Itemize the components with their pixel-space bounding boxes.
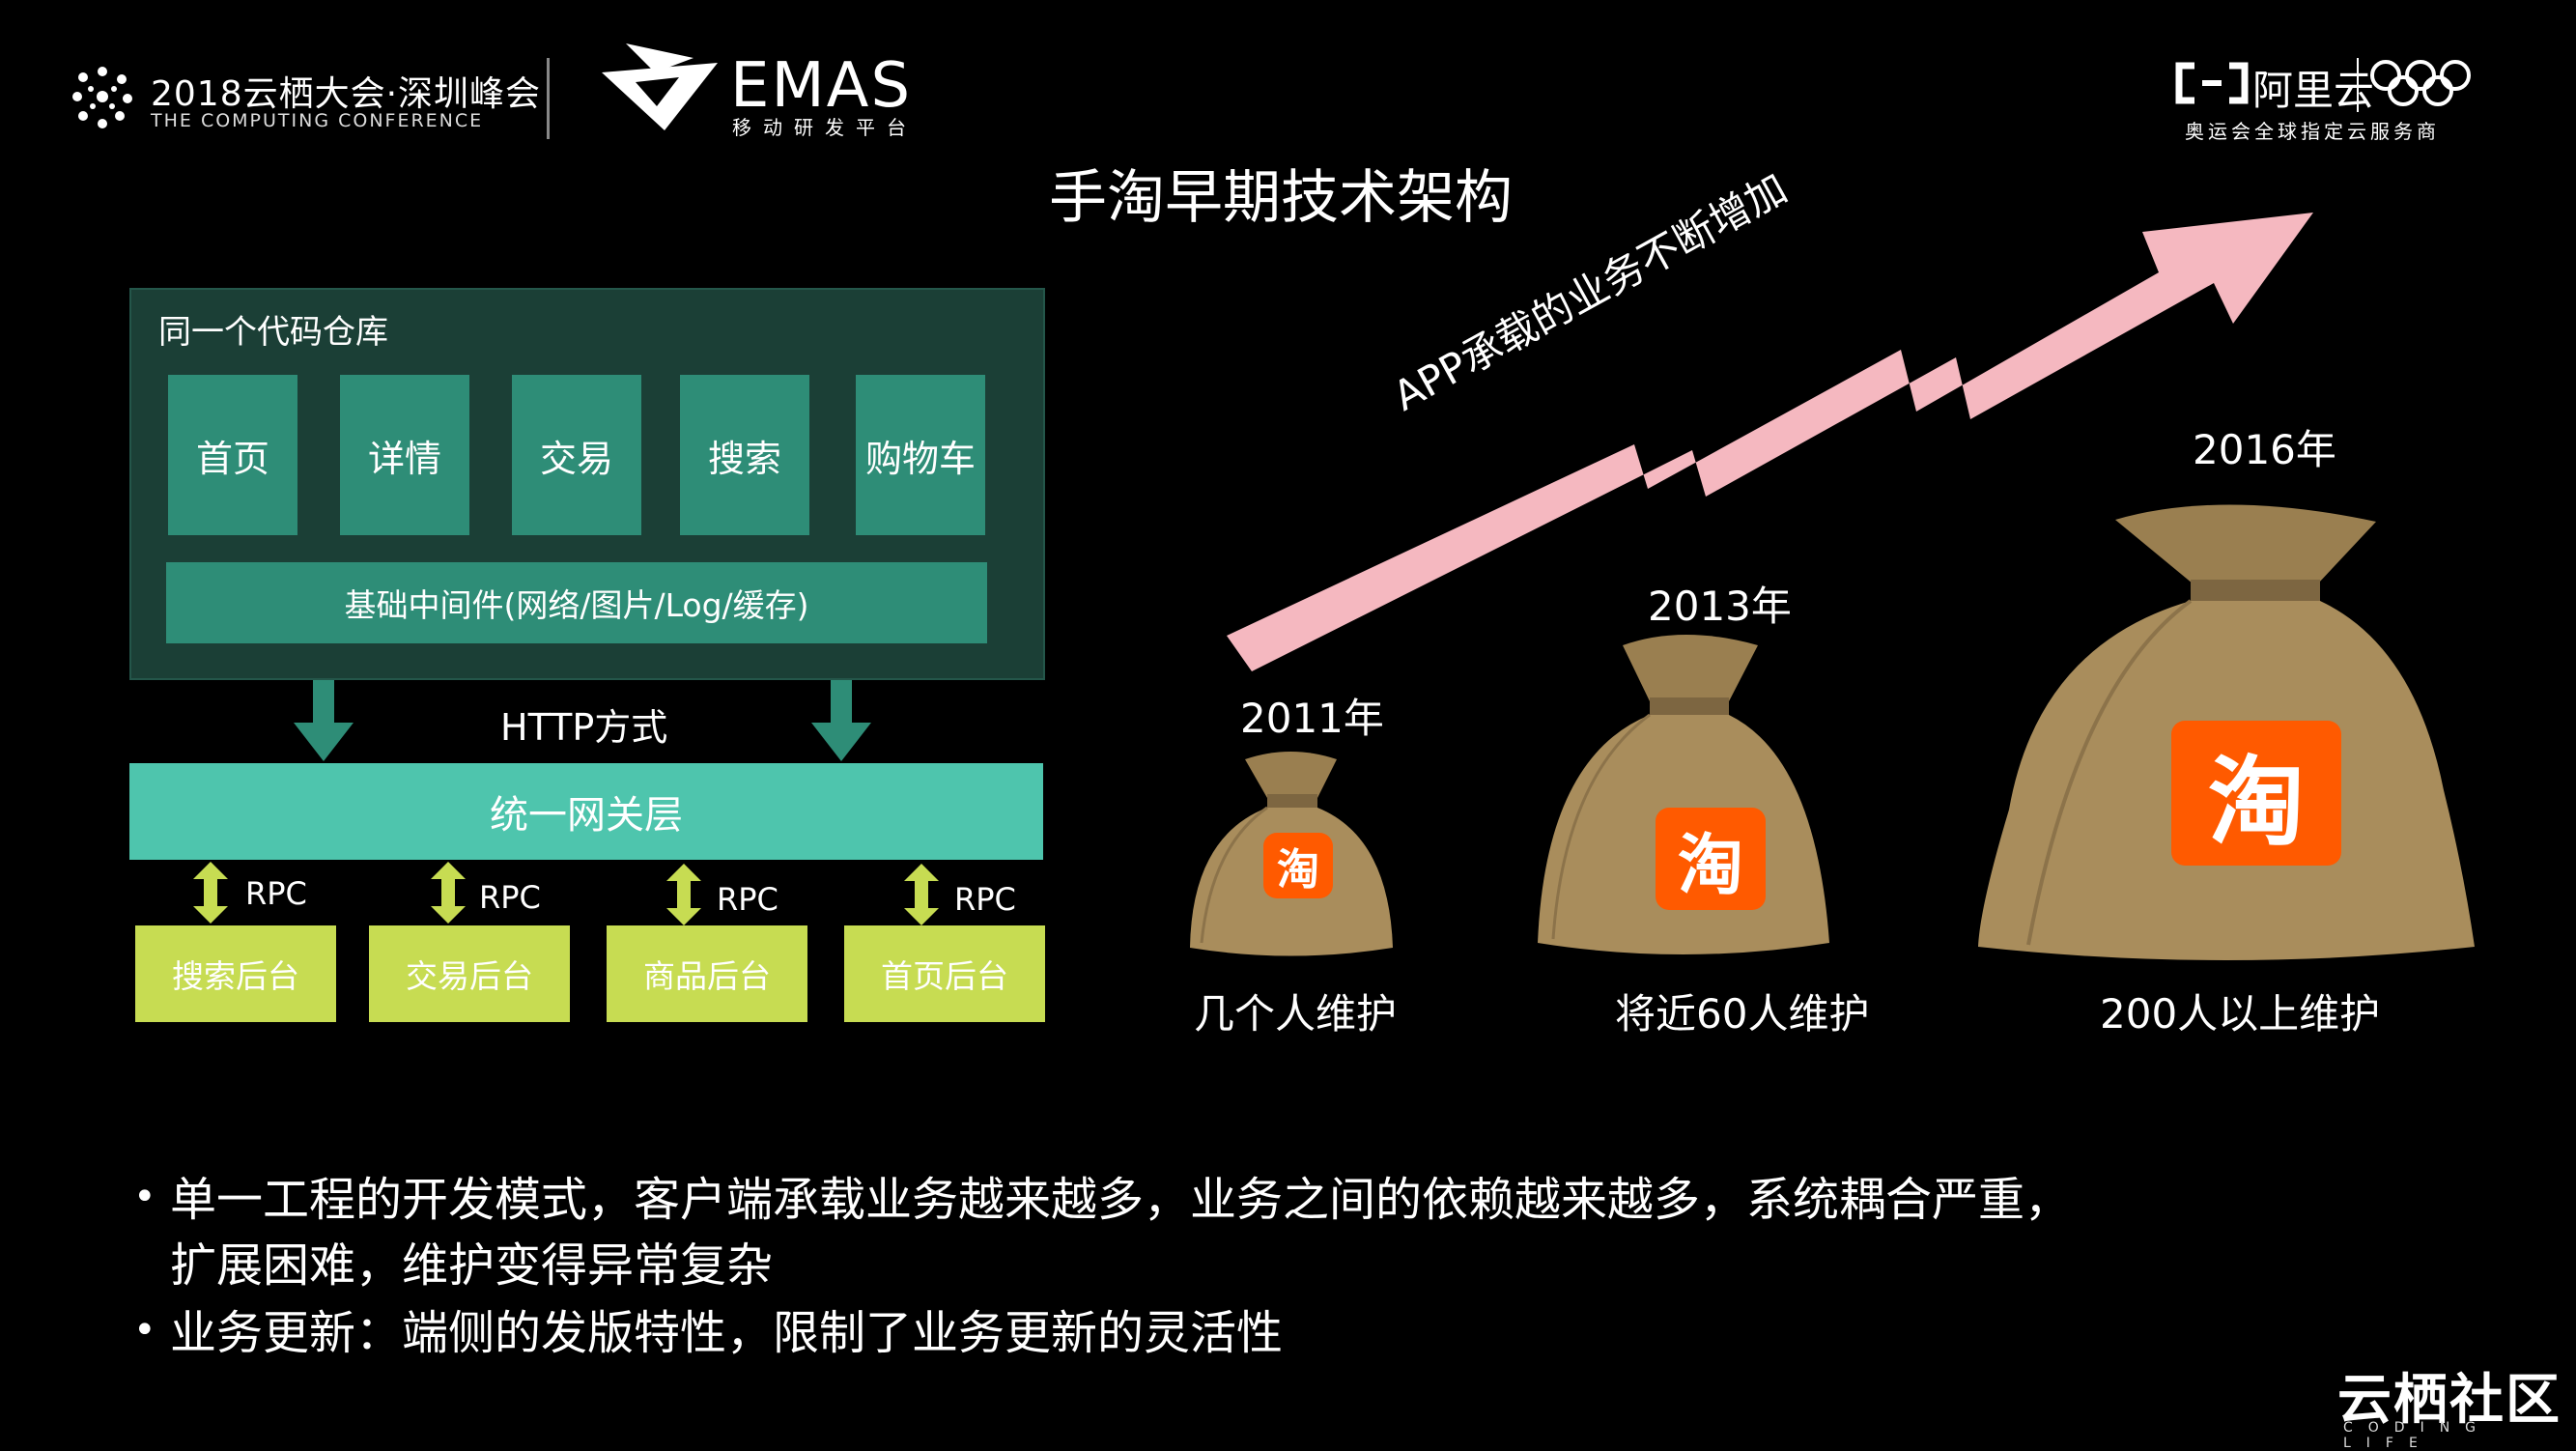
year-label: 2016年	[2193, 426, 2336, 473]
taobao-logo-icon: 淘	[1656, 808, 1766, 910]
double-arrow-icon	[666, 864, 701, 925]
down-arrow-icon	[811, 680, 871, 761]
middleware-bar: 基础中间件(网络/图片/Log/缓存)	[166, 562, 987, 643]
double-arrow-icon	[431, 862, 466, 924]
backend-trade: 交易后台	[369, 925, 570, 1022]
header-divider	[547, 58, 550, 139]
bullet-text: 单一工程的开发模式，客户端承载业务越来越多，业务之间的依赖越来越多，系统耦合严重…	[170, 1173, 2072, 1227]
backend-product: 商品后台	[607, 925, 807, 1022]
bag-caption: 将近60人维护	[1615, 990, 1870, 1038]
bullet-dot: •	[133, 1175, 156, 1219]
backend-home: 首页后台	[844, 925, 1045, 1022]
olympic-rings-icon	[2370, 60, 2471, 106]
year-label: 2011年	[1240, 695, 1384, 742]
rpc-label: RPC	[954, 881, 1016, 918]
double-arrow-icon	[193, 862, 228, 924]
taobao-logo-icon: 淘	[2171, 721, 2341, 866]
module-trade: 交易	[512, 375, 641, 535]
bag-caption: 几个人维护	[1194, 990, 1398, 1038]
year-label: 2013年	[1648, 583, 1792, 630]
growth-arrow	[1227, 213, 2313, 671]
module-detail: 详情	[340, 375, 469, 535]
bullet-text: 扩展困难，维护变得异常复杂	[170, 1238, 774, 1293]
gateway-layer: 统一网关层	[129, 763, 1043, 860]
http-label: HTTP方式	[500, 706, 668, 749]
aliyun-divider	[2357, 58, 2359, 112]
yunqi-logo-icon	[72, 67, 132, 128]
money-bag-medium	[1538, 635, 1829, 954]
slide-title: 手淘早期技术架构	[1049, 164, 1513, 232]
bag-caption: 200人以上维护	[2100, 990, 2381, 1038]
taobao-logo-icon: 淘	[1263, 833, 1333, 898]
aliyun-name: 阿里云	[2252, 67, 2375, 114]
bullet-text: 业务更新：端侧的发版特性，限制了业务更新的灵活性	[170, 1306, 1284, 1360]
module-search: 搜索	[680, 375, 809, 535]
emas-title: EMAS	[730, 50, 913, 122]
rpc-label: RPC	[479, 879, 541, 916]
emas-logo-icon	[602, 43, 718, 130]
aliyun-logo-icon	[2175, 62, 2249, 104]
conference-title: 2018云栖大会·深圳峰会	[151, 74, 542, 114]
rpc-label: RPC	[717, 881, 778, 918]
module-cart: 购物车	[856, 375, 985, 535]
aliyun-subtitle: 奥运会全球指定云服务商	[2185, 120, 2440, 143]
footer-brand: 云栖社区	[2337, 1369, 2562, 1432]
bullet-dot: •	[133, 1308, 156, 1352]
module-home: 首页	[168, 375, 297, 535]
footer-brand-sub: CODING LIFE	[2343, 1420, 2492, 1451]
conference-subtitle: THE COMPUTING CONFERENCE	[151, 110, 484, 131]
emas-subtitle: 移动研发平台	[732, 116, 918, 139]
double-arrow-icon	[904, 864, 939, 925]
backend-search: 搜索后台	[135, 925, 336, 1022]
rpc-label: RPC	[245, 875, 307, 912]
repo-label: 同一个代码仓库	[158, 313, 388, 352]
down-arrow-icon	[294, 680, 354, 761]
